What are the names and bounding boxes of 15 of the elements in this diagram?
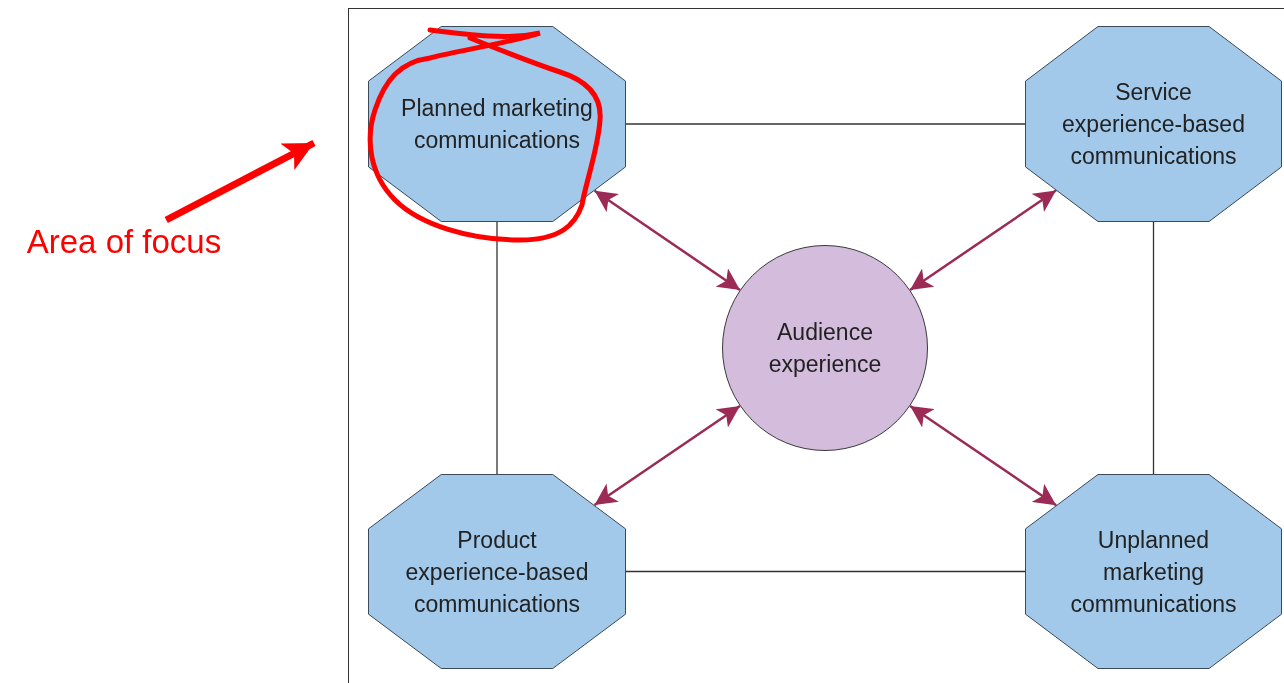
node-label: Unplanned marketing communications bbox=[1069, 525, 1238, 619]
double-headed-arrow bbox=[593, 404, 741, 507]
double-headed-arrow bbox=[909, 189, 1057, 292]
node-label: Planned marketing communications bbox=[400, 94, 594, 155]
double-headed-arrow bbox=[909, 404, 1057, 507]
node-label: Product experience-based communications bbox=[404, 525, 590, 619]
node-label: Audience experience bbox=[767, 318, 883, 379]
connector-line bbox=[625, 570, 1026, 573]
connector-line bbox=[625, 123, 1026, 125]
connector-line bbox=[496, 221, 498, 475]
node-label: Service experience-based communications bbox=[1061, 78, 1246, 171]
annotation-text: Area of focus bbox=[26, 223, 222, 261]
double-headed-arrow bbox=[593, 189, 741, 291]
annotation-arrow bbox=[164, 139, 316, 224]
connector-line bbox=[1152, 221, 1155, 475]
